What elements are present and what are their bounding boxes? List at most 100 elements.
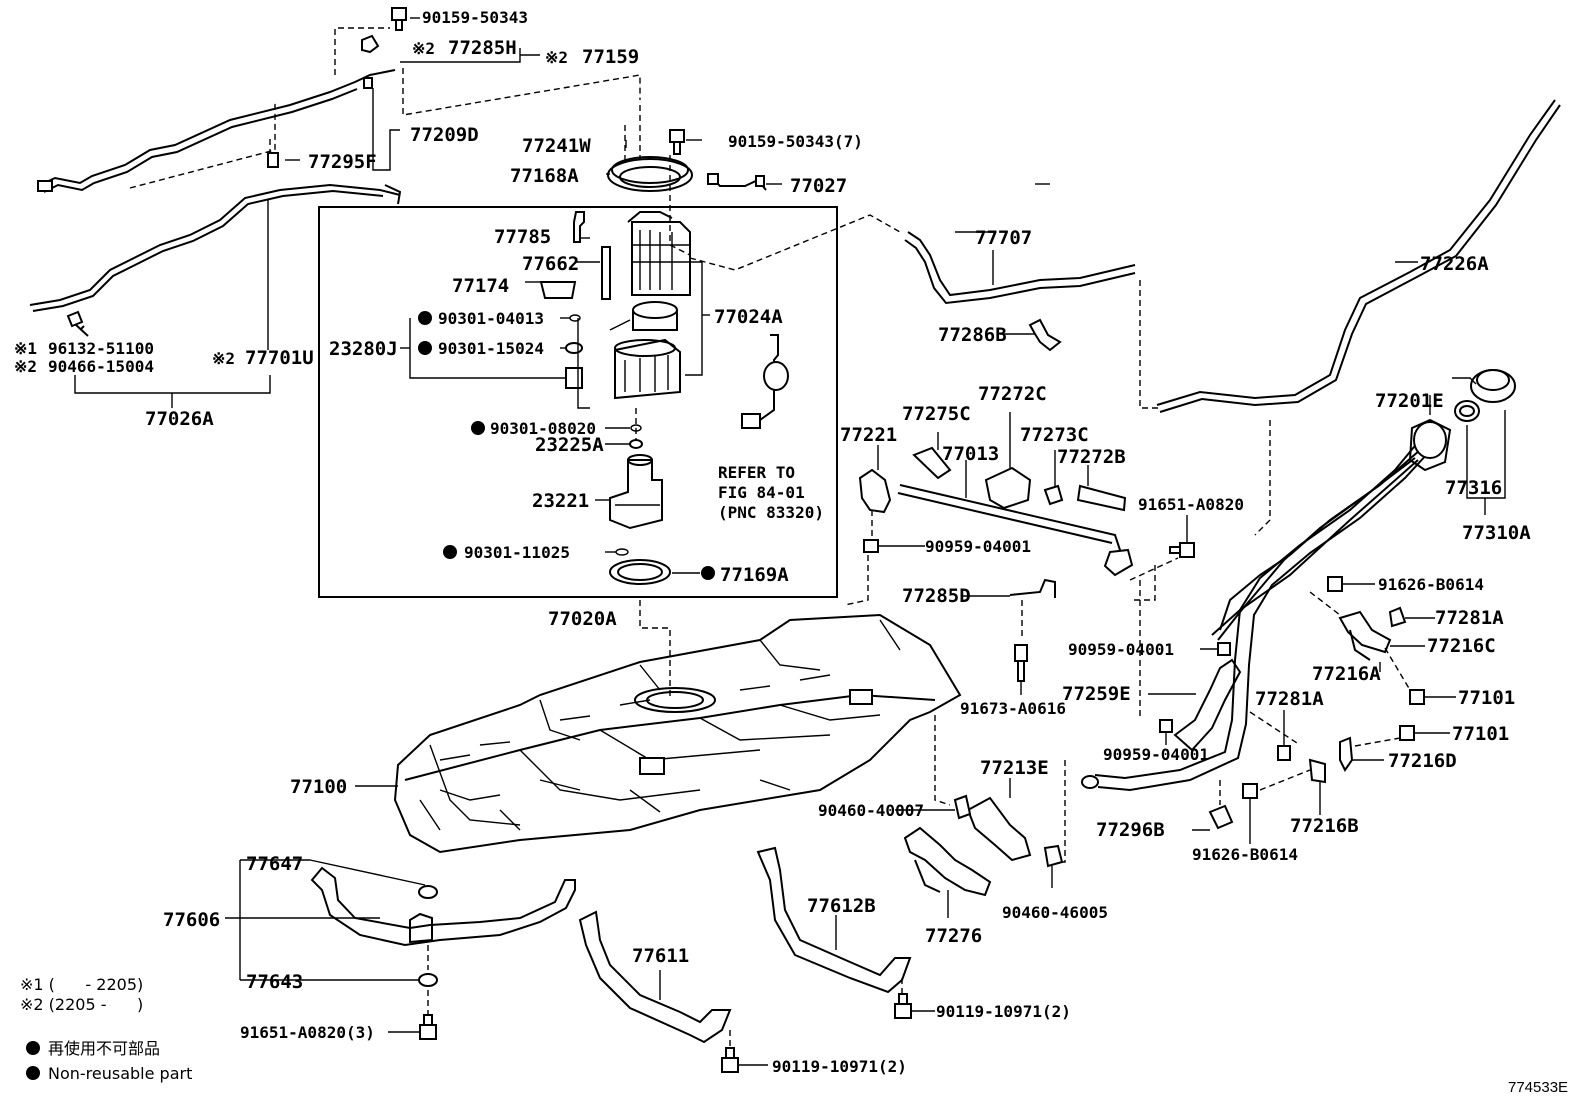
label-77027: 77027	[790, 175, 847, 197]
hose-77259e	[1173, 658, 1242, 752]
clamp-90959-a	[863, 539, 879, 553]
regulator-part	[565, 367, 583, 389]
bolt-91651-a0820	[1179, 542, 1195, 558]
gasket-77169a	[609, 559, 671, 585]
hose-77662	[601, 246, 611, 300]
label-77286b: 77286B	[938, 324, 1007, 346]
bolt-77101-b	[1399, 725, 1415, 741]
label-77281a-b: 77281A	[1255, 688, 1324, 710]
pump-23221	[609, 454, 663, 530]
label-23225a: 23225A	[535, 434, 604, 456]
bolt-77101-a	[1409, 689, 1425, 705]
label-77662: 77662	[522, 253, 579, 275]
hose-77272b	[1076, 484, 1127, 512]
strap-77612b	[756, 846, 912, 994]
label-77276: 77276	[925, 925, 982, 947]
label-90301-11025: 90301-11025	[464, 543, 570, 562]
clip-77285h-icon	[361, 34, 380, 54]
label-90159-50343-7: 90159-50343(7)	[728, 132, 863, 151]
label-77213e: 77213E	[980, 757, 1049, 779]
hose-77213e	[966, 796, 1032, 862]
clamp-90959-c	[1159, 719, 1173, 733]
label-refer-1: REFER TO	[718, 463, 795, 482]
bolt-90159-icon	[391, 7, 407, 21]
label-90959-04001-b: 90959-04001	[1068, 640, 1174, 659]
label-77275c: 77275C	[902, 403, 971, 425]
label-77013: 77013	[942, 443, 999, 465]
part-77785	[573, 211, 585, 243]
label-91626-b0614-a: 91626-B0614	[1378, 575, 1484, 594]
bolt-91651-a0820-3	[419, 1024, 437, 1040]
bracket-77216d	[1339, 736, 1354, 772]
nut-77643	[418, 973, 438, 987]
label-77295f: 77295F	[308, 151, 377, 173]
label-90460-46005: 90460-46005	[1002, 903, 1108, 922]
key-icon	[66, 310, 89, 337]
clip-77174	[539, 281, 577, 299]
label-77612b: 77612B	[807, 895, 876, 917]
bolt-90119-10971-b	[721, 1057, 739, 1073]
label-77159: 77159	[582, 46, 639, 68]
label-77026a: 77026A	[145, 408, 214, 430]
part-labels: 90159-50343 ※2 77285H ※2 77159 77209D 77…	[14, 8, 1531, 1076]
clip-77295f-icon	[267, 152, 279, 168]
label-23221: 23221	[532, 490, 589, 512]
tube-77701u	[29, 183, 401, 306]
label-77647: 77647	[246, 853, 303, 875]
label-77281a-a: 77281A	[1435, 607, 1504, 629]
label-77174: 77174	[452, 275, 509, 297]
filler-pipe-77201e	[1081, 418, 1452, 792]
bracket-77216c	[1338, 610, 1392, 654]
label-77221: 77221	[840, 424, 897, 446]
strap-77611	[578, 910, 732, 1044]
label-77159-mark: ※2	[545, 48, 568, 67]
label-77169a: 77169A	[720, 564, 789, 586]
bracket-77285d	[1009, 578, 1056, 598]
label-90301-04013: 90301-04013	[438, 309, 544, 328]
gasket-77316	[1454, 400, 1480, 422]
hose-77276	[903, 826, 992, 897]
clip-77281a-a	[1388, 606, 1407, 628]
label-77606: 77606	[163, 909, 220, 931]
tube-77209d	[39, 69, 396, 186]
clamp-90959-b	[1217, 642, 1231, 656]
label-77285h: 77285H	[448, 37, 517, 59]
label-77101-a: 77101	[1458, 687, 1515, 709]
label-77216d: 77216D	[1388, 750, 1457, 772]
bolt-90119-10971-a	[894, 1003, 912, 1019]
legend-bullet-1	[26, 1041, 40, 1055]
tube-77707	[907, 231, 1136, 297]
label-77643: 77643	[246, 971, 303, 993]
label-90466-15004-mark: ※2	[14, 357, 37, 376]
bolt-90159-50343-7	[669, 129, 685, 143]
tube-77226a	[1156, 99, 1556, 406]
clamp-90460-46005	[1043, 844, 1064, 868]
label-23280j: 23280J	[329, 338, 398, 360]
label-90159-50343-top: 90159-50343	[422, 8, 528, 27]
gasket-77275c	[912, 446, 952, 480]
clip-77286b	[1028, 318, 1062, 352]
label-77611: 77611	[632, 945, 689, 967]
clip-77296b	[1208, 804, 1234, 830]
bracket-77216a	[1349, 629, 1371, 661]
label-90466-15004: 90466-15004	[48, 357, 154, 376]
legend-bullet-2	[26, 1066, 40, 1080]
label-90301-08020: 90301-08020	[490, 419, 596, 438]
label-77285h-mark: ※2	[412, 39, 435, 58]
clip-77281a-b	[1277, 745, 1291, 761]
label-refer-3: (PNC 83320)	[718, 503, 824, 522]
bracket-77013	[1103, 548, 1134, 577]
label-77273c: 77273C	[1020, 424, 1089, 446]
label-90460-40007: 90460-40007	[818, 801, 924, 820]
label-91626-b0614-b: 91626-B0614	[1192, 845, 1298, 864]
label-77316: 77316	[1445, 477, 1502, 499]
label-90959-04001-c: 90959-04001	[1103, 745, 1209, 764]
fuel-tank-77100	[393, 613, 962, 854]
clamp-90460-40007	[953, 794, 972, 820]
label-77259e: 77259E	[1062, 683, 1131, 705]
bolt-91673-a0616	[1014, 644, 1028, 662]
plate-77272c	[984, 466, 1032, 510]
label-77209d: 77209D	[410, 124, 479, 146]
label-77285d: 77285D	[902, 585, 971, 607]
